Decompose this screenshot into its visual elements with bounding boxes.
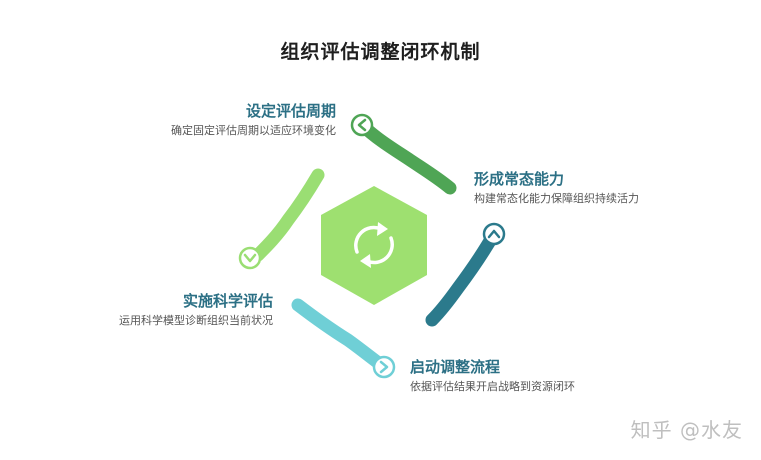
arc-stroke-assess xyxy=(251,168,325,262)
chevron-up-icon xyxy=(482,222,506,246)
arc-stroke-set-period xyxy=(355,118,457,195)
step-desc-normalize: 构建常态化能力保障组织持续活力 xyxy=(474,192,639,205)
step-title-start-adjust: 启动调整流程 xyxy=(410,358,501,376)
center-hexagon xyxy=(321,186,427,305)
step-title-set-period: 设定评估周期 xyxy=(245,102,336,120)
refresh-cycle-icon xyxy=(354,222,394,268)
step-title-normalize: 形成常态能力 xyxy=(474,170,565,188)
step-desc-start-adjust: 依据评估结果开启战略到资源闭环 xyxy=(410,380,575,393)
step-title-assess: 实施科学评估 xyxy=(182,292,273,310)
step-desc-assess: 运用科学模型诊断组织当前状况 xyxy=(119,314,273,327)
diagram-title: 组织评估调整闭环机制 xyxy=(280,41,481,63)
chevron-left-icon xyxy=(350,113,374,137)
watermark: 知乎 @水友 xyxy=(630,418,743,442)
chevron-right-icon xyxy=(372,355,396,379)
step-desc-set-period: 确定固定评估周期以适应环境变化 xyxy=(171,124,336,137)
arc-stroke-start-adjust xyxy=(291,298,391,374)
arc-stroke-normalize xyxy=(425,227,501,327)
chevron-down-icon xyxy=(238,246,262,270)
